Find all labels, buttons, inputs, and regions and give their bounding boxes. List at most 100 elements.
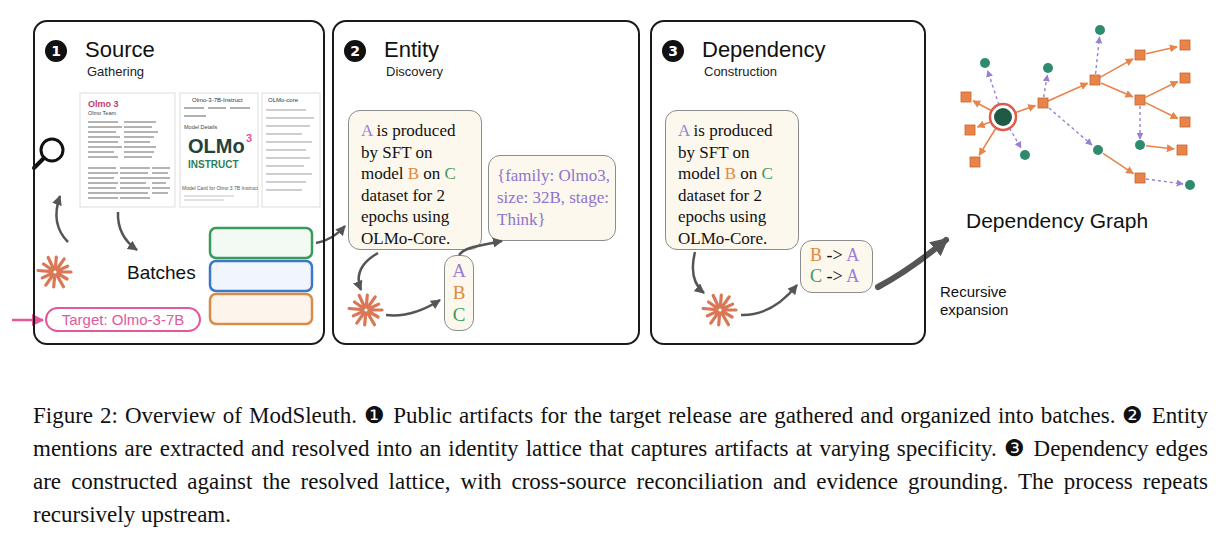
graph-square [1177, 145, 1187, 155]
batch-box [210, 294, 312, 324]
node-text: A [678, 121, 689, 140]
node-text: dataset for 2 epochs using OLMo-Core. [361, 186, 450, 248]
edge-list-box: B -> AC -> A [800, 240, 873, 293]
target-pill: Target: Olmo-3-7B [45, 307, 201, 332]
graph-dashed-edges [988, 37, 1183, 184]
node-text: {family: Olmo3, size: 32B, stage: Think} [497, 166, 610, 229]
graph-edge [1103, 153, 1133, 173]
flow-arrow [386, 300, 440, 315]
node-text: C [445, 164, 456, 183]
node-text: C [762, 164, 773, 183]
label: Olmo-3-7B-Instruct [192, 97, 243, 104]
graph-edge [1145, 82, 1177, 98]
stage-panel: 1 SourceGatheringTarget: Olmo-3-7B [33, 20, 325, 345]
flow-arrow [693, 252, 704, 293]
label: OLMo-core [268, 97, 298, 104]
graph-edge [1010, 128, 1022, 148]
node-text: on [740, 164, 757, 183]
node-text: A [361, 121, 372, 140]
graph-edge [1096, 37, 1100, 74]
label: INSTRUCT [188, 159, 239, 171]
target-arrow [12, 319, 43, 322]
graph-edge [1139, 106, 1140, 139]
node-text: C [810, 266, 822, 286]
graph-square [965, 125, 975, 135]
figure-caption: Figure 2: Overview of ModSleuth. ❶ Publi… [33, 399, 1208, 531]
author-lines [88, 122, 170, 198]
graph-edge [1049, 108, 1092, 145]
step-number: 1 [45, 40, 67, 62]
node-text: B [725, 164, 736, 183]
batch-arrow [316, 226, 345, 243]
step-number: 3 [662, 40, 684, 62]
text-flow: A B C [445, 260, 473, 326]
graph-square [970, 157, 980, 167]
graph-circle [1135, 140, 1145, 150]
text-flow: {family: Olmo3, size: 32B, stage: Think} [497, 165, 610, 231]
label: Model Details [184, 124, 217, 131]
dependency-graph [961, 25, 1195, 190]
graph-solid-edges [973, 47, 1178, 174]
graph-edge [988, 71, 999, 105]
label: Dependency Graph [966, 208, 1148, 233]
graph-edge [1145, 103, 1177, 119]
sentence-box: A is produced by SFT on model B on C dat… [665, 110, 799, 250]
node-text: -> [827, 266, 843, 286]
stage-title: Source [85, 37, 155, 63]
stage-title: Entity [384, 37, 439, 63]
node-text: A [846, 266, 859, 286]
graph-square [1180, 73, 1190, 83]
graph-edge [1101, 83, 1133, 97]
graph-square [1135, 50, 1145, 60]
label: 3 [246, 132, 252, 145]
graph-edge [1044, 75, 1048, 97]
label: OLMo [188, 134, 245, 158]
node-text: Target: Olmo-3-7B [62, 311, 185, 328]
graph-edge [1146, 146, 1174, 149]
graph-root-ring [990, 104, 1016, 130]
node-text: C [445, 304, 473, 326]
graph-edge [973, 101, 992, 111]
stage-panel: 3 DependencyConstruction A is produced by … [650, 20, 926, 345]
stage-panel: 2EntityDiscoveryA is produced by SFT on … [332, 20, 640, 345]
label: Olmo 3 [88, 99, 119, 110]
text-flow: A is produced by SFT on model B on C dat… [361, 120, 475, 249]
stage-subtitle: Gathering [87, 64, 144, 80]
graph-circle [1043, 63, 1053, 73]
agent-starburst [349, 295, 382, 325]
graph-circle [980, 58, 990, 68]
model-card-page [180, 93, 258, 207]
graph-square [961, 92, 971, 102]
label: Recursive expansion [940, 283, 1032, 319]
graph-root [994, 108, 1012, 126]
node-text: on [423, 164, 440, 183]
card-lines [184, 196, 234, 200]
node-text: -> [827, 245, 843, 265]
graph-circles [980, 25, 1195, 190]
graph-square [1038, 98, 1048, 108]
label: Olmo Team [88, 110, 116, 117]
entity-list-box: A B C [444, 255, 474, 331]
sentence-box: A is produced by SFT on model B on C dat… [348, 110, 482, 250]
text-flow: A is produced by SFT on model B on C dat… [678, 120, 792, 249]
node-text: A [846, 245, 859, 265]
graph-square [1135, 173, 1145, 183]
label: Batches [127, 261, 196, 284]
graph-edge [1100, 59, 1133, 78]
node-text: dataset for 2 epochs using OLMo-Core. [678, 186, 767, 248]
node-text: A [445, 260, 473, 282]
graph-circle [1095, 25, 1105, 35]
step-number: 2 [344, 40, 366, 62]
stage-subtitle: Construction [704, 64, 777, 80]
attribute-box: {family: Olmo3, size: 32B, stage: Think} [488, 155, 616, 241]
graph-square [1135, 95, 1145, 105]
paper-page [80, 93, 175, 207]
file-rows [266, 110, 314, 190]
file-list-page [262, 93, 320, 207]
cycle-arrow [118, 212, 137, 250]
cycle-arrow [56, 196, 68, 242]
stage-title: Dependency [702, 37, 826, 63]
flow-arrow [741, 285, 797, 315]
tab-bars [184, 108, 250, 116]
